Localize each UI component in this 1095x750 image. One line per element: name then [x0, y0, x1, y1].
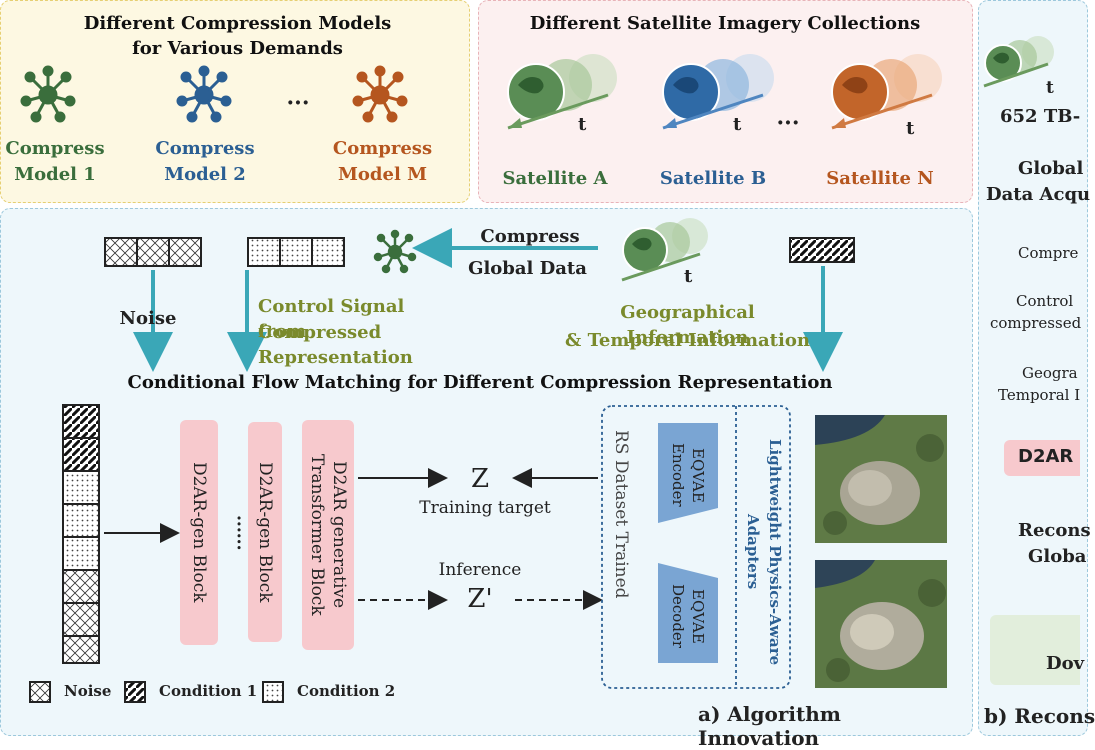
models-title-line1: Different Compression Models	[83, 13, 392, 34]
globe-stack-b-icon	[662, 54, 774, 130]
model-m-label-line1: Compress	[332, 138, 433, 159]
legend-condition2-label: Condition 2	[297, 682, 396, 700]
d2ar-gen-block-2-label: D2AR-gen Block	[255, 461, 275, 603]
satellite-image-top	[815, 415, 947, 543]
d2ar-gen-block-1-label: D2AR-gen Block	[189, 462, 209, 603]
right-global-line2: Data Acqu	[986, 184, 1091, 205]
satellite-image-bottom	[815, 560, 947, 688]
satellite-title: Different Satellite Imagery Collections	[529, 13, 921, 34]
adapters-line1: Lightweight Physics-Aware	[766, 438, 784, 666]
eqvae-encoder-shape	[658, 423, 718, 523]
legend-condition1-swatch	[124, 681, 146, 703]
d2ar-transformer-block: D2AR generative Transformer Block	[302, 420, 354, 650]
d2ar-gen-block-1: D2AR-gen Block	[180, 420, 218, 645]
right-recon-line2: Globa	[1028, 546, 1087, 567]
d2ar-gen-block-2: D2AR-gen Block	[248, 422, 282, 642]
model-m-label-line2: Model M	[338, 164, 427, 185]
models-ellipsis: ···	[286, 90, 310, 116]
z-label: Z	[470, 464, 490, 494]
right-global-line1: Global	[1018, 158, 1084, 179]
right-caption: b) Recons	[984, 704, 1095, 728]
right-control-line2: compressed	[990, 314, 1082, 332]
eqvae-decoder-line2: Decoder	[669, 584, 687, 648]
satellite-b-time-label: t	[733, 114, 742, 135]
condition1-strip	[789, 237, 855, 263]
globe-stack-n-icon	[831, 54, 942, 130]
globe-stack-a-icon	[507, 54, 617, 130]
right-d2ar-text: D2AR	[1018, 446, 1074, 467]
right-compress-text: Compre	[1018, 244, 1079, 262]
global-data-globe-icon	[621, 218, 708, 282]
legend-noise-label: Noise	[64, 682, 112, 700]
legend-condition2-swatch	[262, 681, 284, 703]
eqvae-encoder: EQVAE Encoder	[658, 425, 718, 525]
zprime-label: Z'	[467, 584, 493, 614]
compress-label-line1: Compress	[480, 226, 580, 247]
compress-network-icon	[373, 229, 417, 274]
model-network-icons	[20, 65, 408, 123]
rs-dataset-box	[601, 405, 791, 689]
legend-noise-swatch	[29, 681, 51, 703]
satellite-globe-stacks	[507, 54, 942, 130]
d2ar-transformer-block-line2: Transformer Block	[307, 454, 327, 616]
noise-label: Noise	[119, 308, 177, 329]
inference-label: Inference	[438, 560, 522, 580]
eqvae-decoder-shape	[658, 563, 718, 663]
condition2-strip	[247, 237, 345, 267]
network-icon-model-1	[20, 65, 76, 123]
control-signal-line2: Compressed Representation	[258, 322, 413, 368]
network-icon-model-2	[176, 65, 232, 123]
compress-label-line2: Global Data	[468, 258, 587, 279]
training-target-label: Training target	[419, 498, 551, 518]
network-icon-model-m	[352, 65, 408, 123]
models-title-line2: for Various Demands	[132, 38, 343, 59]
algorithm-caption: a) Algorithm Innovation	[698, 702, 841, 750]
right-geo-line2: Temporal I	[998, 386, 1081, 404]
compression-models-panel	[0, 0, 470, 203]
eqvae-decoder: EQVAE Decoder	[658, 570, 718, 662]
d2ar-transformer-block-line1: D2AR generative	[329, 461, 349, 609]
noise-strip	[104, 237, 202, 267]
right-down-box: Dov	[990, 615, 1085, 685]
model-2-label-line2: Model 2	[164, 164, 246, 185]
satellite-ellipsis: ···	[776, 110, 800, 136]
model-1-label-line2: Model 1	[14, 164, 96, 185]
adapters-line2: Adapters	[744, 514, 762, 590]
eqvae-encoder-line2: Encoder	[669, 443, 687, 507]
satellite-b-label: Satellite B	[659, 168, 767, 189]
reconstruction-panel	[978, 0, 1088, 736]
token-column	[62, 404, 100, 664]
satellite-a-time-label: t	[578, 114, 587, 135]
model-1-label-line1: Compress	[5, 138, 105, 159]
right-size-label: 652 TB-	[1000, 106, 1081, 127]
right-down-text: Dov	[1046, 653, 1085, 674]
right-d2ar-box: D2AR	[1004, 440, 1080, 476]
cfm-title: Conditional Flow Matching for Different …	[127, 372, 833, 393]
rs-dataset-label: RS Dataset Trained	[611, 430, 631, 599]
right-geo-line1: Geogra	[1022, 364, 1078, 382]
algorithm-panel	[0, 208, 973, 736]
satellite-n-time-label: t	[906, 118, 915, 139]
geo-info-line2: & Temporal Information	[565, 330, 810, 351]
legend-condition1-label: Condition 1	[159, 682, 258, 700]
global-data-time-label: t	[684, 266, 693, 287]
blocks-ellipsis: ······	[228, 515, 248, 551]
algorithm-diagram-graphics	[29, 218, 947, 703]
physics-adapters: Lightweight Physics-Aware Adapters	[740, 418, 788, 686]
control-signal-line1: Control Signal from	[258, 296, 405, 342]
eqvae-decoder-line1: EQVAE	[689, 588, 707, 644]
satellite-a-label: Satellite A	[502, 168, 608, 189]
right-globe-icon	[983, 36, 1054, 88]
satellite-n-label: Satellite N	[826, 168, 934, 189]
right-recon-line1: Recons	[1018, 520, 1091, 541]
right-control-line1: Control	[1016, 292, 1074, 310]
model-2-label-line1: Compress	[155, 138, 255, 159]
geo-info-line1: Geographical Information	[620, 302, 755, 348]
eqvae-encoder-line1: EQVAE	[689, 447, 707, 503]
right-time-label: t	[1046, 78, 1054, 98]
